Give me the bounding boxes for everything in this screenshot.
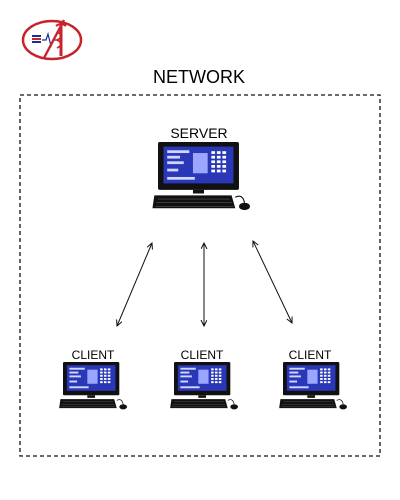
server-label: SERVER [170,125,227,141]
client-computer-icon [58,361,128,410]
client-label: CLIENT [289,348,332,362]
connection-arrow-left [117,243,152,326]
network-label: NETWORK [153,67,245,87]
connection-arrow-right [253,241,292,323]
client-label: CLIENT [181,348,224,362]
medical-caduceus-logo-icon [21,19,83,61]
network-boundary [19,94,381,457]
client-computer-icon [278,361,348,410]
server-computer-icon [151,141,251,211]
client-label: CLIENT [72,348,115,362]
client-computer-icon [169,361,239,410]
